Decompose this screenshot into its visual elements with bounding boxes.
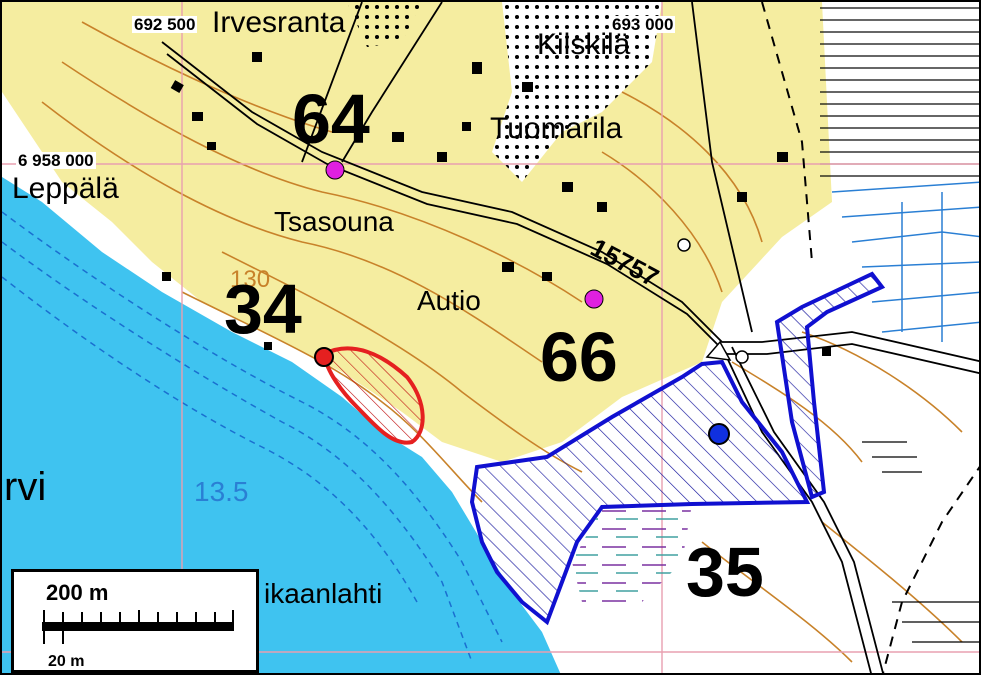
place-irvesranta: Irvesranta: [212, 6, 346, 39]
buildings: [162, 52, 831, 356]
place-leppala: Leppälä: [12, 172, 119, 205]
junction-marker-2: [735, 350, 749, 364]
place-tuomarila: Tuomarila: [490, 112, 623, 145]
site-label-34[interactable]: 34: [224, 270, 302, 348]
scale-primary-label: 200 m: [46, 580, 109, 605]
coord-x-left: 692 500: [132, 15, 198, 34]
water-lines-right: [831, 181, 979, 342]
site-label-35[interactable]: 35: [686, 533, 764, 611]
depth-curves: [2, 211, 503, 663]
land-yellow: [2, 2, 832, 462]
wetland-top-right: [820, 2, 979, 182]
point-66-marker: [584, 289, 604, 309]
place-bay: ikaanlahti: [264, 578, 383, 609]
site-east-area: [774, 271, 886, 500]
water-level-label: 13.5: [194, 476, 249, 507]
point-35-marker: [708, 423, 730, 445]
scale-ruler: [42, 610, 234, 644]
contour-elevation-label: 130: [230, 266, 271, 293]
field-dotted-small: [347, 2, 422, 47]
place-autio: Autio: [417, 285, 481, 316]
junction-triangle: [705, 340, 732, 361]
site-label-64[interactable]: 64: [292, 80, 370, 158]
point-34-marker: [314, 347, 334, 367]
wetland-bottom: [572, 504, 692, 602]
point-64-marker: [325, 160, 345, 180]
water-lake: [2, 177, 561, 673]
junction-marker: [677, 238, 691, 252]
place-tsasouna: Tsasouna: [274, 206, 394, 237]
coord-y-top: 6 958 000: [16, 151, 96, 170]
site-34-area: [321, 346, 425, 445]
marsh-lines: [862, 441, 979, 643]
site-label-66[interactable]: 66: [540, 318, 618, 396]
scale-secondary-label: 20 m: [48, 653, 85, 670]
paths-dashed: [761, 2, 979, 673]
scale-bar: 200 m 20 m: [11, 569, 259, 673]
coord-x-right: 693 000: [610, 15, 676, 34]
place-lake: rvi: [4, 465, 47, 509]
roads: [161, 2, 979, 673]
place-kiiskila: Kiiskilä: [537, 28, 631, 61]
contour-lines: [41, 21, 963, 663]
